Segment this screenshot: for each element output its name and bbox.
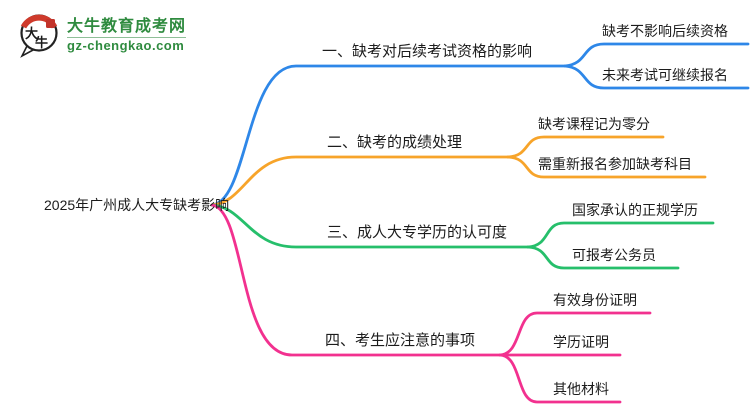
branch3-leaf1: 国家承认的正规学历 bbox=[572, 202, 698, 218]
branch1-leaf1-connector bbox=[563, 42, 750, 68]
logo-text-block: 大牛教育成考网 gz-chengkao.com bbox=[67, 17, 187, 53]
branch2-leaf2-connector bbox=[506, 155, 707, 179]
branch3-label: 三、成人大专学历的认可度 bbox=[327, 224, 508, 241]
branch4-leaf3-connector bbox=[498, 353, 622, 404]
bull-speech-bubble-icon: 大 牛 bbox=[20, 14, 58, 58]
branch4-label: 四、考生应注意的事项 bbox=[325, 332, 476, 349]
branch4-leaf1-connector bbox=[498, 311, 652, 357]
branch1-leaf2: 未来考试可继续报名 bbox=[602, 67, 728, 83]
logo-char-da: 大 bbox=[25, 26, 38, 41]
branch4-leaf2: 学历证明 bbox=[553, 334, 609, 350]
branch4-leaf1: 有效身份证明 bbox=[553, 292, 637, 308]
logo-brand-name: 大牛教育成考网 bbox=[67, 17, 187, 35]
root-topic: 2025年广州成人大专缺考影响 bbox=[44, 197, 230, 213]
site-logo: 大 牛 大牛教育成考网 gz-chengkao.com bbox=[18, 12, 187, 58]
logo-divider bbox=[67, 36, 187, 38]
branch2-leaf1: 缺考课程记为零分 bbox=[538, 116, 650, 132]
branch2-label: 二、缺考的成绩处理 bbox=[327, 134, 463, 151]
branch3-connector bbox=[210, 203, 530, 249]
branch3-leaf1-connector bbox=[526, 221, 715, 249]
branch2-connector bbox=[210, 155, 510, 207]
logo-char-niu: 牛 bbox=[35, 35, 48, 50]
branch1-connector bbox=[210, 64, 567, 207]
branch1-leaf1: 缺考不影响后续资格 bbox=[602, 23, 728, 39]
branch4-leaf3: 其他材料 bbox=[553, 381, 609, 397]
branch2-leaf1-connector bbox=[506, 135, 665, 159]
branch3-leaf2: 可报考公务员 bbox=[572, 247, 656, 263]
logo-domain: gz-chengkao.com bbox=[67, 37, 185, 53]
branch4-connector bbox=[210, 203, 502, 357]
branch1-leaf2-connector bbox=[563, 64, 750, 90]
branch1-label: 一、缺考对后续考试资格的影响 bbox=[322, 43, 533, 60]
branch3-leaf2-connector bbox=[526, 245, 680, 270]
branch2-leaf2: 需重新报名参加缺考科目 bbox=[538, 156, 692, 172]
